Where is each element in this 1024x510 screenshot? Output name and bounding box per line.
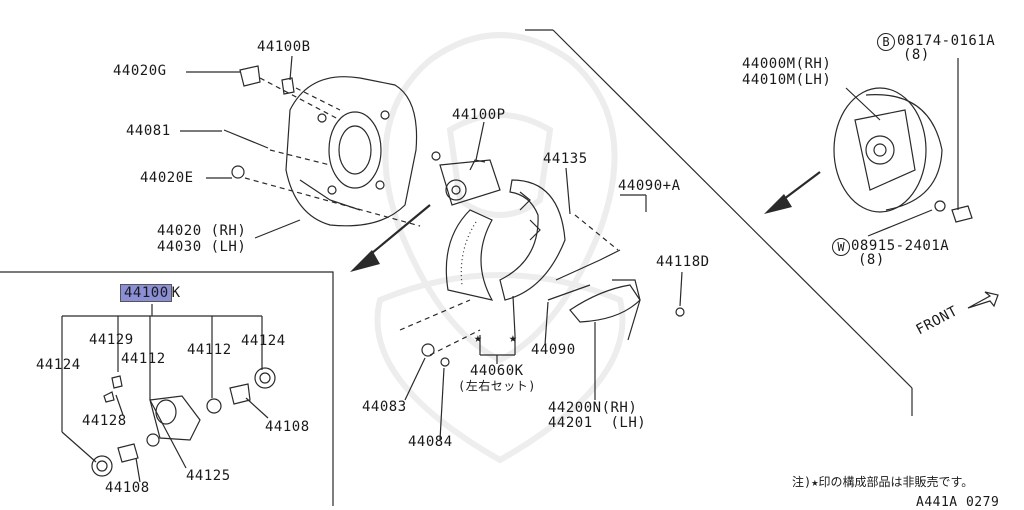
bolt [951,205,973,223]
label-bolt-code[interactable]: 08174-0161A [897,33,996,49]
label-44060k[interactable]: 44060K [470,363,524,379]
label-44135[interactable]: 44135 [543,151,588,167]
bolt-circle-mark: B [877,33,895,51]
label-44124-a[interactable]: 44124 [241,333,286,349]
highlight-44100: 44100 [120,284,172,302]
grommet-44020g [239,65,261,87]
label-washer-code[interactable]: 08915-2401A [851,238,950,254]
label-44108-a[interactable]: 44108 [265,419,310,435]
clip-44118d [675,307,685,317]
lever-44200n [569,284,641,323]
label-44090a[interactable]: 44090+A [618,178,681,194]
label-44108-b[interactable]: 44108 [105,480,150,496]
rod-44081 [223,129,269,149]
label-44030-lh[interactable]: 44030 (LH) [157,239,247,255]
label-washer-qty: (8) [858,252,885,268]
label-44083[interactable]: 44083 [362,399,407,415]
brake-shoe-front [499,179,566,301]
adjuster-44083 [421,343,435,357]
label-44100p[interactable]: 44100P [452,107,506,123]
label-44084[interactable]: 44084 [408,434,453,450]
star-mark: ★ [509,331,517,346]
label-44124-b[interactable]: 44124 [36,357,81,373]
label-44100b[interactable]: 44100B [257,39,311,55]
label-44200n[interactable]: 44200N(RH) [548,400,638,416]
star-mark: ★ [474,331,482,346]
inset-cap-44128 [103,391,115,403]
inset-bleeder-44129 [111,375,123,389]
inset-piston-44108 [229,383,251,405]
label-44201[interactable]: 44201 (LH) [548,415,647,431]
drum-brake-assembly [833,87,943,213]
label-44118d[interactable]: 44118D [656,254,710,270]
label-44060k-note: (左右セット) [458,379,536,393]
washer-circle-mark: W [832,238,850,256]
wheel-cylinder [431,151,501,206]
label-44020g[interactable]: 44020G [113,63,167,79]
label-44000m[interactable]: 44000M(RH) [742,56,832,72]
inset-boot-44124b [91,455,113,477]
inset-spring-44125 [146,433,160,447]
inset-piston-44108b [117,443,139,463]
label-44112-b[interactable]: 44112 [187,342,232,358]
spring-44090a [555,249,621,281]
label-44090[interactable]: 44090 [531,342,576,358]
front-arrow [967,291,999,309]
label-44112-a[interactable]: 44112 [121,351,166,367]
label-44129[interactable]: 44129 [89,332,134,348]
divider-diagonal [552,29,913,389]
inset-frame [0,271,334,506]
label-44010m[interactable]: 44010M(LH) [742,72,832,88]
inset-cup-44112 [206,398,222,414]
backing-plate [285,76,418,227]
watermark-emblem [374,32,626,464]
nut-44084 [440,357,450,367]
label-44020e[interactable]: 44020E [140,170,194,186]
bolt-44100b [281,77,295,95]
footnote: 注)★印の構成部品は非販売です。 [792,475,974,489]
label-44125[interactable]: 44125 [186,468,231,484]
inset-boot-44124 [254,367,276,389]
plug-44020e [231,165,245,179]
washer [934,200,946,212]
label-44020-rh[interactable]: 44020 (RH) [157,223,247,239]
label-bolt-qty: (8) [903,47,930,63]
label-44100k-suffix: K [171,285,181,301]
inset-cylinder-body [149,395,201,441]
spring-44090 [547,284,591,301]
label-44081[interactable]: 44081 [126,123,171,139]
diagram-id: A441A 0279 [916,495,1000,510]
label-44128[interactable]: 44128 [82,413,127,429]
brake-shoe-rear [445,209,494,301]
